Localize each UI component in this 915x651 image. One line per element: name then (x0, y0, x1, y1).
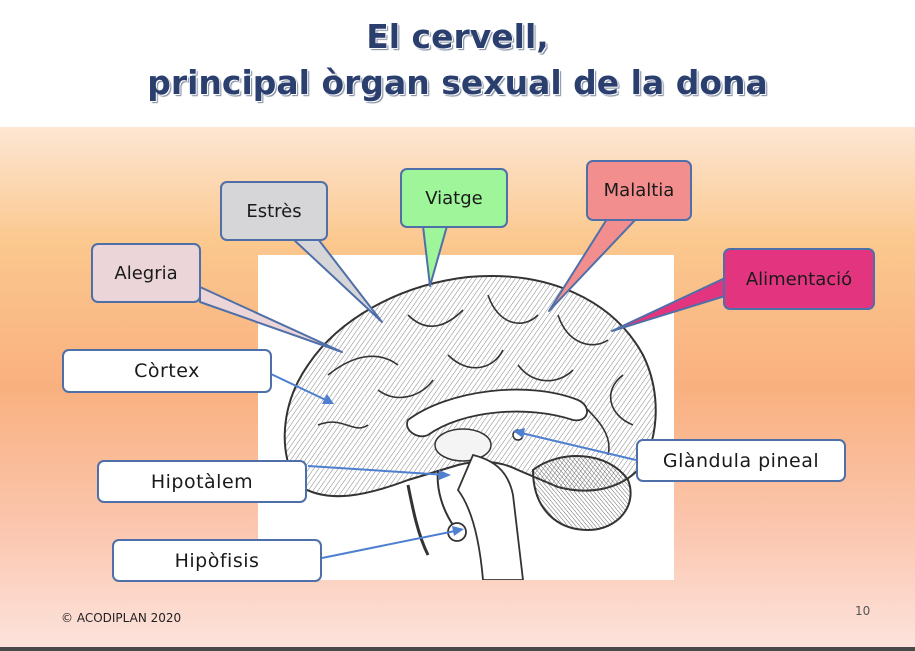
callout-estres: Estrès (220, 181, 328, 241)
label-cortex: Còrtex (62, 349, 272, 393)
callout-malaltia-label: Malaltia (603, 180, 675, 201)
glandula-pineal-arrow (516, 431, 637, 461)
malaltia-pointer (548, 218, 637, 312)
alegria-pointer (199, 286, 343, 353)
callout-alimentacio: Alimentació (723, 248, 875, 310)
hipofisis-arrow (321, 529, 461, 559)
estres-pointer (292, 238, 383, 323)
viatge-pointer (422, 225, 448, 287)
page-number: 10 (855, 604, 871, 618)
callout-malaltia: Malaltia (586, 160, 692, 221)
label-hipofisis-text: Hipòfisis (174, 549, 260, 572)
hipotalem-arrowhead (439, 470, 451, 480)
label-hipotalem: Hipotàlem (97, 460, 307, 503)
bottom-divider (0, 647, 915, 651)
callout-alegria: Alegria (91, 243, 201, 303)
callout-viatge-label: Viatge (425, 187, 483, 209)
label-hipotalem-text: Hipotàlem (150, 470, 254, 493)
hipofisis-arrowhead (452, 526, 464, 536)
callout-viatge: Viatge (400, 168, 508, 228)
callout-alegria-label: Alegria (114, 262, 178, 284)
hipotalem-arrow (307, 465, 448, 476)
cortex-arrow (270, 373, 331, 403)
slide-title: El cervell, principal òrgan sexual de la… (0, 14, 915, 106)
label-hipofisis: Hipòfisis (112, 539, 322, 582)
brain-sketch-icon (283, 275, 657, 581)
title-line-1: El cervell, (366, 17, 549, 56)
cortex-arrowhead (322, 394, 334, 404)
label-cortex-text: Còrtex (134, 360, 200, 382)
copyright-footer: © ACODIPLAN 2020 (61, 611, 182, 625)
callout-estres-label: Estrès (246, 200, 302, 222)
label-glandula-pineal: Glàndula pineal (636, 439, 846, 482)
title-line-2: principal òrgan sexual de la dona (147, 63, 768, 102)
alimentacio-pointer (611, 277, 726, 332)
glandula-pineal-arrowhead (513, 428, 525, 438)
label-glandula-pineal-text: Glàndula pineal (662, 449, 820, 472)
brain-illustration (258, 255, 674, 581)
callout-alimentacio-label: Alimentació (745, 268, 853, 290)
